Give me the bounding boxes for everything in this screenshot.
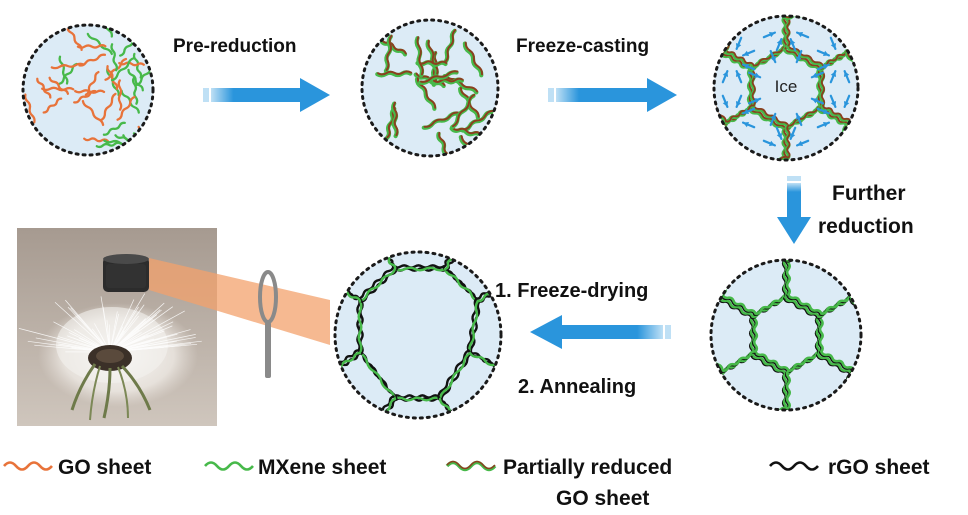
circle-pre-reduced bbox=[360, 18, 500, 158]
aerogel-on-dandelion-photo bbox=[17, 228, 217, 426]
arrow-pre-reduction bbox=[203, 78, 330, 112]
legend-partial-label-1: Partially reduced bbox=[503, 456, 672, 479]
circle-further-reduced bbox=[709, 258, 863, 412]
legend-mxene-label: MXene sheet bbox=[258, 456, 386, 479]
circle-freeze-cast: Ice bbox=[712, 14, 860, 162]
legend-partial-label-2: GO sheet bbox=[556, 487, 649, 510]
circle-go-mxene-dispersion bbox=[21, 23, 155, 157]
arrow-further-reduction bbox=[777, 176, 811, 244]
magnifying-glass-icon bbox=[258, 270, 278, 378]
label-annealing: 2. Annealing bbox=[518, 376, 636, 398]
circle-final-aerogel bbox=[333, 250, 503, 420]
legend-mxene-swatch bbox=[204, 461, 254, 471]
legend-rgo-label: rGO sheet bbox=[828, 456, 930, 479]
arrow-freeze-casting bbox=[548, 78, 677, 112]
legend-go-swatch bbox=[3, 461, 53, 471]
label-further-reduction-1: Further bbox=[832, 182, 906, 205]
label-further-reduction-2: reduction bbox=[818, 215, 914, 238]
label-freeze-drying: 1. Freeze-drying bbox=[495, 280, 648, 302]
legend-go-label: GO sheet bbox=[58, 456, 151, 479]
label-pre-reduction: Pre-reduction bbox=[173, 36, 297, 57]
legend: GO sheet MXene sheet Partially reduced G… bbox=[3, 456, 930, 510]
label-freeze-casting: Freeze-casting bbox=[516, 36, 649, 57]
ice-label: Ice bbox=[775, 77, 798, 96]
zoom-spotlight bbox=[149, 258, 330, 345]
legend-rgo-swatch bbox=[769, 461, 819, 471]
arrow-freeze-drying-annealing bbox=[530, 315, 671, 349]
